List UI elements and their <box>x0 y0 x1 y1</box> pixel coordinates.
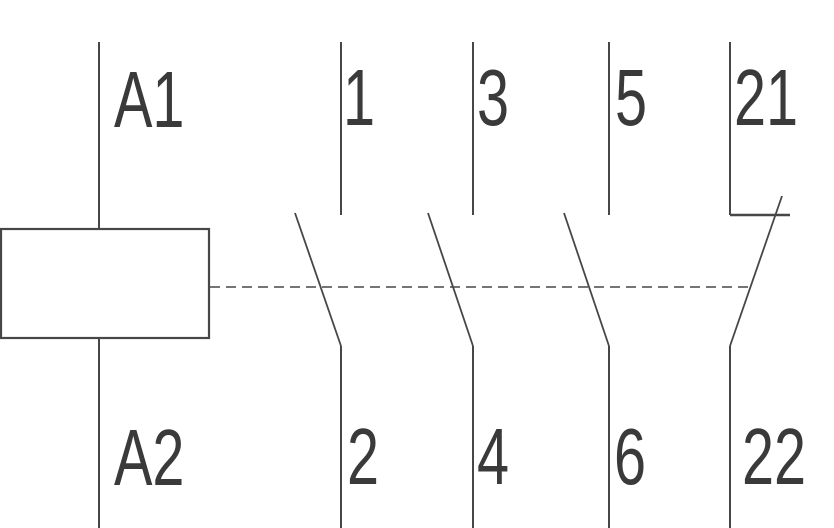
terminal-label-5: 5 <box>615 53 648 142</box>
coil-terminal-label-a1: A1 <box>114 55 185 144</box>
pole1-contact-blade <box>294 212 342 347</box>
pole3-contact-blade <box>427 212 474 347</box>
terminal-label-21: 21 <box>734 53 799 142</box>
terminal-label-2: 2 <box>347 412 380 501</box>
coil-box-symbol <box>0 227 211 340</box>
pole21-contact-blade <box>729 195 783 347</box>
terminal-label-4: 4 <box>477 412 510 501</box>
terminal-label-6: 6 <box>614 412 647 501</box>
terminal-label-3: 3 <box>477 53 510 142</box>
terminal-label-1: 1 <box>343 53 376 142</box>
terminal-label-22: 22 <box>742 412 807 501</box>
coil-terminal-label-a2: A2 <box>114 413 185 502</box>
pole5-contact-blade <box>563 212 610 347</box>
